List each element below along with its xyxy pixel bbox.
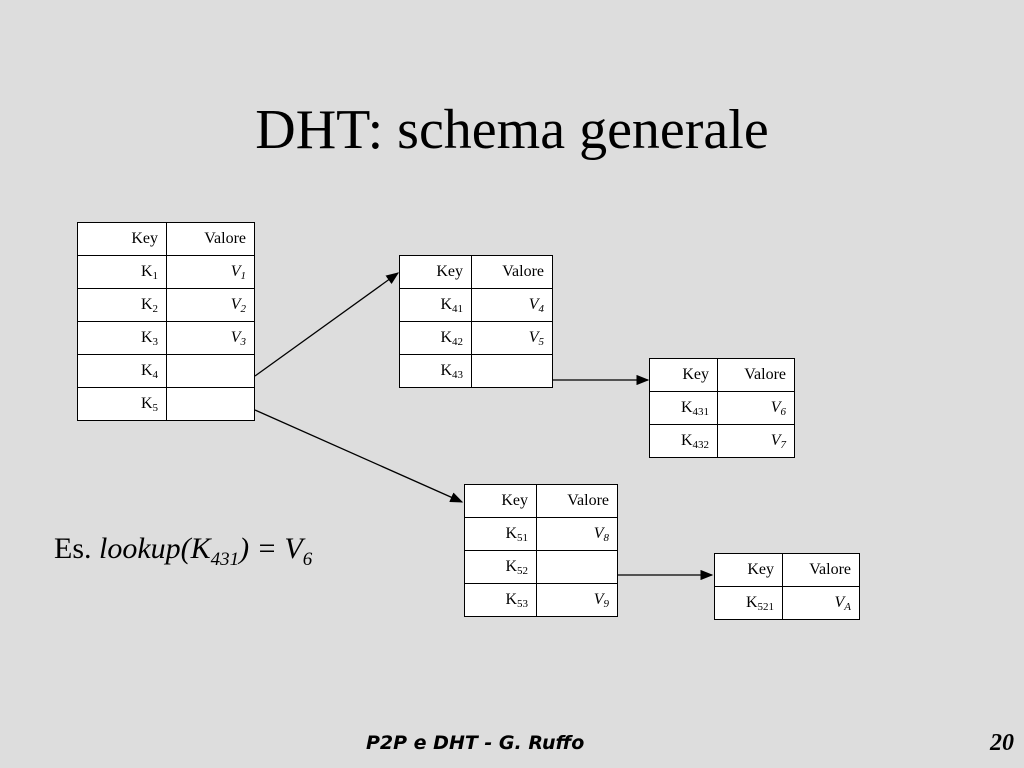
value-cell: V9 — [536, 583, 618, 617]
key-cell: K5 — [77, 387, 167, 421]
example-expression: lookup(K431) = V6 — [99, 532, 313, 570]
key-header: Key — [714, 553, 783, 587]
arrow-k5-to-table-k5 — [254, 409, 464, 503]
key-cell: K41 — [399, 288, 472, 322]
key-header: Key — [464, 484, 537, 518]
value-cell: VA — [782, 586, 860, 620]
key-cell: K53 — [464, 583, 537, 617]
table-row: K52 — [464, 550, 618, 584]
value-cell: V3 — [166, 321, 255, 355]
value-cell: V2 — [166, 288, 255, 322]
key-cell: K432 — [649, 424, 718, 458]
table-row: K5 — [77, 387, 255, 421]
lookup-example: Es. lookup(K431) = V6 — [54, 532, 313, 570]
value-cell: V7 — [717, 424, 795, 458]
value-header: Valore — [471, 255, 553, 289]
value-cell: V1 — [166, 255, 255, 289]
value-header: Valore — [536, 484, 618, 518]
value-cell — [166, 387, 255, 421]
value-header: Valore — [782, 553, 860, 587]
key-cell: K1 — [77, 255, 167, 289]
key-cell: K52 — [464, 550, 537, 584]
value-cell — [536, 550, 618, 584]
key-header: Key — [649, 358, 718, 392]
table-row: K43 — [399, 354, 553, 388]
key-cell: K521 — [714, 586, 783, 620]
key-cell: K4 — [77, 354, 167, 388]
value-header: Valore — [717, 358, 795, 392]
slide-title: DHT: schema generale — [255, 99, 769, 161]
arrow-k4-to-table-k4 — [254, 272, 400, 377]
value-cell — [471, 354, 553, 388]
table-row: K4 — [77, 354, 255, 388]
key-cell: K42 — [399, 321, 472, 355]
footer-text: P2P e DHT - G. Ruffo — [366, 732, 585, 754]
example-prefix: Es. — [54, 532, 92, 565]
key-header: Key — [77, 222, 167, 256]
page-number: 20 — [990, 730, 1014, 756]
value-cell: V8 — [536, 517, 618, 551]
key-cell: K43 — [399, 354, 472, 388]
